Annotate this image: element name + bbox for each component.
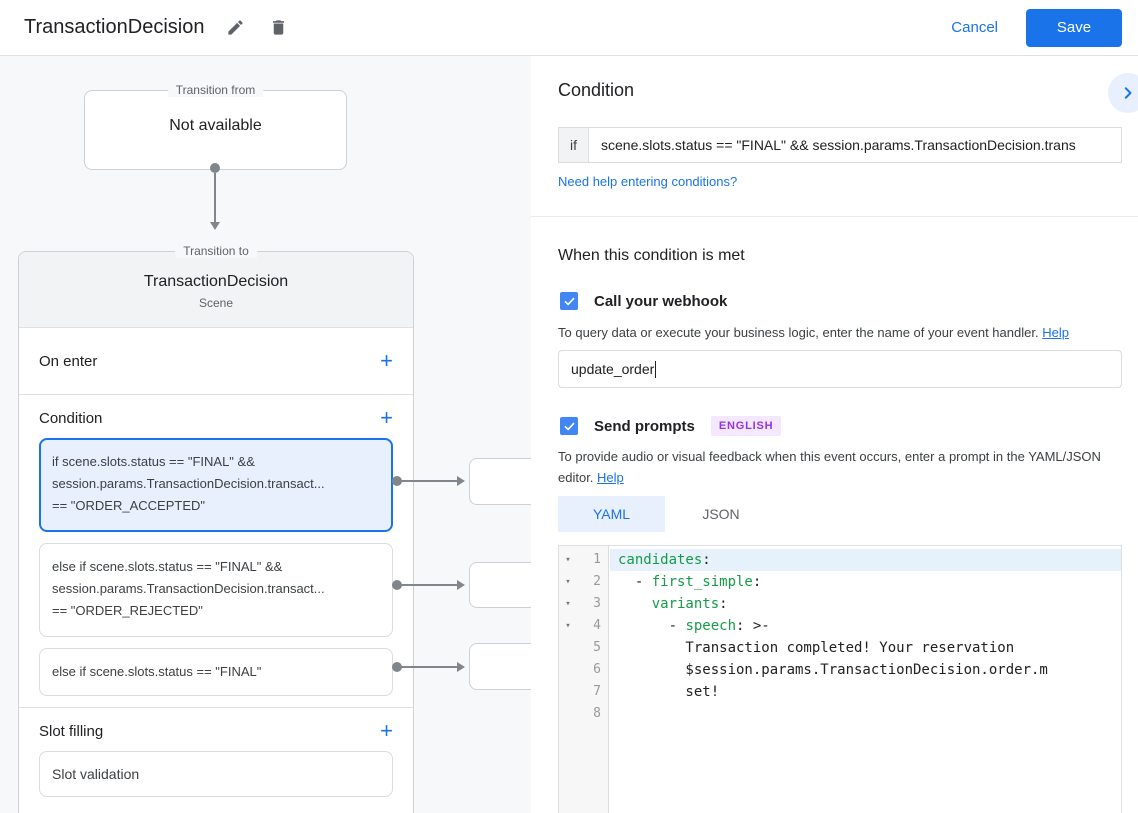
- webhook-description: To query data or execute your business l…: [558, 322, 1124, 343]
- webhook-help-link[interactable]: Help: [1042, 325, 1069, 340]
- event-handler-value: update_order: [571, 361, 655, 377]
- tab-json[interactable]: JSON: [665, 496, 777, 532]
- transition-from-legend: Transition from: [167, 83, 264, 97]
- arrow-down-icon: [210, 222, 220, 230]
- transition-from-content: Not available: [169, 117, 262, 134]
- cancel-button[interactable]: Cancel: [951, 19, 998, 36]
- pencil-icon: [228, 20, 244, 35]
- scene-type-label: Scene: [198, 296, 234, 310]
- condition-card[interactable]: else if scene.slots.status == "FINAL": [39, 648, 393, 696]
- code-line[interactable]: ▾4 - speech: >-: [559, 615, 1121, 637]
- condition-panel: Condition if scene.slots.status == "FINA…: [531, 56, 1138, 813]
- on-enter-label: On enter: [39, 352, 98, 370]
- line-number: 2: [593, 574, 601, 589]
- fold-arrow-icon[interactable]: ▾: [565, 577, 571, 587]
- when-condition-met-title: When this condition is met: [558, 247, 745, 264]
- condition-label: Condition: [39, 409, 103, 427]
- line-number: 4: [593, 618, 601, 633]
- webhook-label: Call your webhook: [594, 292, 728, 310]
- connector-line: [397, 480, 457, 482]
- line-number: 1: [593, 552, 601, 567]
- add-condition-button[interactable]: +: [380, 405, 393, 430]
- transition-target-box[interactable]: [469, 458, 531, 505]
- prompts-description: To provide audio or visual feedback when…: [558, 446, 1124, 488]
- editor-gutter: [559, 546, 609, 813]
- edit-icon[interactable]: [224, 16, 247, 39]
- code-line[interactable]: 8: [559, 703, 1121, 725]
- line-number: 3: [593, 596, 601, 611]
- line-number: 5: [593, 640, 601, 655]
- webhook-checkbox[interactable]: [560, 292, 578, 310]
- line-number: 6: [593, 662, 601, 677]
- code-line[interactable]: 6 $session.params.TransactionDecision.or…: [559, 659, 1121, 681]
- connector-dot: [210, 163, 220, 173]
- slot-validation-card[interactable]: Slot validation: [39, 751, 393, 797]
- scene-card-header: TransactionDecision Scene: [19, 252, 413, 328]
- code-line[interactable]: ▾2 - first_simple:: [559, 571, 1121, 593]
- delete-icon[interactable]: [267, 16, 290, 39]
- language-badge: ENGLISH: [710, 416, 782, 436]
- checkmark-icon: [564, 297, 574, 305]
- connector-line: [397, 584, 457, 586]
- condition-expression-input[interactable]: scene.slots.status == "FINAL" && session…: [588, 127, 1122, 163]
- slot-filling-label: Slot filling: [39, 722, 104, 740]
- add-slot-button[interactable]: +: [380, 718, 393, 743]
- arrow-right-icon: [457, 662, 465, 672]
- collapse-panel-button[interactable]: [1108, 73, 1138, 113]
- fold-arrow-icon[interactable]: ▾: [565, 621, 571, 631]
- on-enter-section: On enter +: [19, 328, 413, 395]
- header: TransactionDecision Cancel Save: [0, 0, 1138, 56]
- add-on-enter-button[interactable]: +: [380, 348, 393, 373]
- code-line[interactable]: ▾3 variants:: [559, 593, 1121, 615]
- trash-icon: [273, 20, 285, 35]
- prompts-description-text: To provide audio or visual feedback when…: [558, 449, 1101, 485]
- scene-diagram: Transition from Not available Transition…: [0, 56, 531, 813]
- condition-card[interactable]: else if scene.slots.status == "FINAL" &&…: [39, 543, 393, 637]
- prompts-help-link[interactable]: Help: [597, 470, 624, 485]
- fold-arrow-icon[interactable]: ▾: [565, 599, 571, 609]
- transition-target-box[interactable]: [469, 643, 531, 690]
- connector-line: [397, 666, 457, 668]
- transition-to-legend: Transition to: [175, 244, 257, 258]
- transition-from-box: Transition from Not available: [84, 83, 347, 170]
- arrow-right-icon: [457, 476, 465, 486]
- conditions-help-link[interactable]: Need help entering conditions?: [558, 174, 738, 189]
- panel-title: Condition: [558, 80, 635, 100]
- fold-arrow-icon[interactable]: ▾: [565, 555, 571, 565]
- slot-filling-section: Slot filling + Slot validation: [19, 708, 413, 797]
- if-prefix-label: if: [558, 127, 588, 163]
- chevron-right-icon: [1124, 87, 1132, 99]
- editor-tabs: YAML JSON: [558, 496, 777, 532]
- checkmark-icon: [564, 422, 574, 430]
- arrow-right-icon: [457, 580, 465, 590]
- event-handler-input[interactable]: update_order: [558, 350, 1122, 388]
- condition-expression-row: if scene.slots.status == "FINAL" && sess…: [558, 127, 1122, 163]
- condition-card-selected[interactable]: if scene.slots.status == "FINAL" && sess…: [39, 438, 393, 532]
- code-line[interactable]: 7 set!: [559, 681, 1121, 703]
- page-title: TransactionDecision: [24, 16, 205, 38]
- divider: [531, 216, 1138, 217]
- condition-section: Condition + if scene.slots.status == "FI…: [19, 395, 413, 708]
- line-number: 7: [593, 684, 601, 699]
- transition-to-card: Transition to TransactionDecision Scene …: [18, 244, 414, 813]
- connector-line: [214, 173, 216, 222]
- line-number: 8: [593, 706, 601, 721]
- webhook-checkbox-row: Call your webhook: [560, 292, 727, 310]
- transition-target-box[interactable]: [469, 562, 531, 608]
- yaml-code-editor[interactable]: ▾1 candidates: ▾2 - first_simple: ▾3 var…: [558, 545, 1122, 813]
- prompts-checkbox[interactable]: [560, 417, 578, 435]
- save-button[interactable]: Save: [1026, 8, 1122, 47]
- scene-name: TransactionDecision: [143, 273, 289, 290]
- code-line[interactable]: ▾1 candidates:: [559, 549, 1121, 571]
- tab-yaml[interactable]: YAML: [558, 496, 665, 532]
- webhook-description-text: To query data or execute your business l…: [558, 325, 1039, 340]
- prompts-label: Send prompts: [594, 417, 695, 435]
- prompts-checkbox-row: Send prompts ENGLISH: [560, 416, 782, 436]
- code-line[interactable]: 5 Transaction completed! Your reservatio…: [559, 637, 1121, 659]
- text-cursor: [655, 360, 657, 378]
